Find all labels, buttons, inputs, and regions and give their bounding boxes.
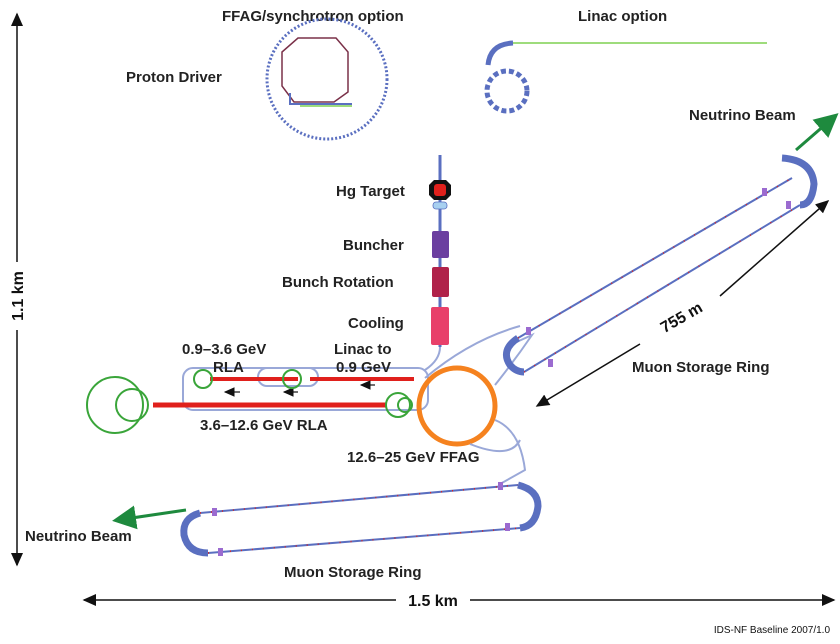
linac-energy-label: 0.9 GeV — [336, 359, 391, 376]
footer-baseline-label: IDS-NF Baseline 2007/1.0 — [714, 625, 831, 636]
neutrino-beam-top-label: Neutrino Beam — [689, 107, 796, 124]
neutrino-beam-bottom-label: Neutrino Beam — [25, 528, 132, 545]
bunch-rotation-label: Bunch Rotation — [282, 274, 394, 291]
ring-length-label: 755 m — [658, 299, 706, 336]
storage-ring-right-label: Muon Storage Ring — [632, 359, 770, 376]
transfer-lines — [424, 325, 535, 485]
hg-target-label: Hg Target — [336, 183, 405, 200]
storage-ring-right — [502, 154, 818, 376]
cooling-label: Cooling — [348, 315, 404, 332]
rla-high-label: 3.6–12.6 GeV RLA — [200, 417, 328, 434]
neutrino-beam-bottom-arrow — [112, 505, 187, 530]
linac-rla-complex — [86, 367, 429, 434]
buncher-block — [432, 231, 449, 258]
linac-option-title: Linac option — [578, 8, 667, 25]
ffag-label: 12.6–25 GeV FFAG — [347, 449, 480, 466]
width-dimension: 1.5 km — [82, 593, 836, 610]
width-dimension-label: 1.5 km — [408, 593, 458, 610]
rla-low-energy-label: 0.9–3.6 GeV — [182, 341, 266, 358]
ffag-option-title: FFAG/synchrotron option — [222, 8, 404, 25]
storage-ring-bottom — [180, 481, 542, 557]
cooling-block — [431, 307, 449, 345]
proton-driver-label: Proton Driver — [126, 69, 222, 86]
buncher-label: Buncher — [343, 237, 404, 254]
ffag-ring — [416, 365, 498, 447]
height-dimension: 1.1 km — [10, 12, 27, 567]
neutrino-beam-top-arrow — [795, 113, 839, 152]
proton-driver-linac-option — [484, 40, 767, 114]
linac-to-label: Linac to — [334, 341, 392, 358]
bunch-rotation-block — [432, 267, 449, 297]
height-dimension-label: 1.1 km — [10, 271, 27, 321]
rla-low-label: RLA — [213, 359, 244, 376]
storage-ring-bottom-label: Muon Storage Ring — [284, 564, 422, 581]
proton-driver-ffag-option — [265, 17, 389, 141]
hg-target-icon — [429, 180, 451, 210]
